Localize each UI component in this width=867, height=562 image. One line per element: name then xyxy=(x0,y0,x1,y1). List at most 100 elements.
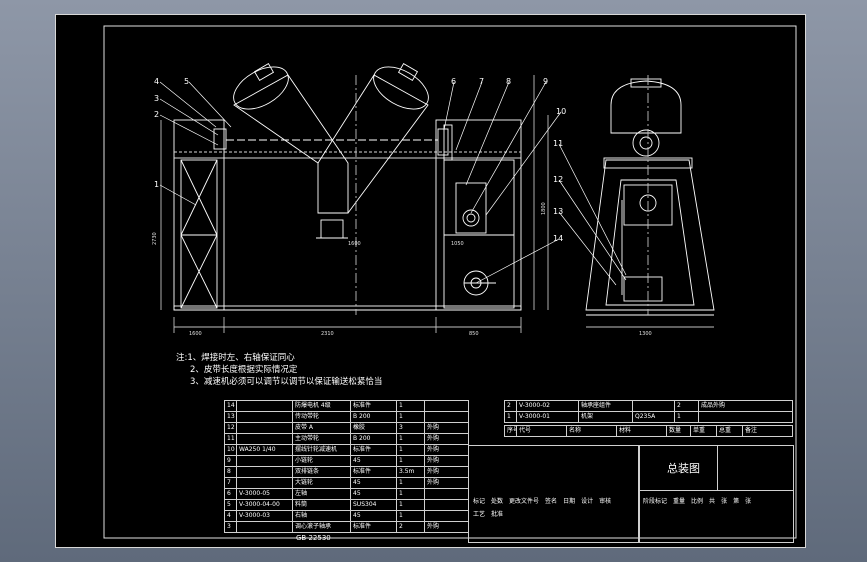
balloon-2: 2 xyxy=(154,110,159,119)
bom-header-cell: 代号 xyxy=(516,425,567,437)
bom-cell-mat: 标准件 xyxy=(350,521,397,533)
bom-header-cell: 材料 xyxy=(616,425,667,437)
bom-cell-no: 9 xyxy=(224,455,237,467)
bom-cell-no: 8 xyxy=(224,466,237,478)
title-block-label: 标记 xyxy=(473,498,486,505)
bom-cell-mat: SUS304 xyxy=(350,499,397,511)
bom-cell-qty: 2 xyxy=(674,400,699,412)
side-drum xyxy=(610,80,682,134)
bom-cell-qty: 1 xyxy=(396,488,425,500)
bom-cell-no: 14 xyxy=(224,400,237,412)
bom-cell-mat: 45 xyxy=(350,488,397,500)
bom-cell-mat: 45 xyxy=(350,477,397,489)
balloon-9: 9 xyxy=(543,77,548,86)
dim-side-bottom: 1300 xyxy=(639,331,652,337)
bom-cell-name: 大链轮 xyxy=(292,477,351,489)
title-block-label: 共 xyxy=(709,498,716,505)
title-block: 总装图 阶段标记重量比例共张第张 xyxy=(638,445,794,543)
bom-cell-no: 4 xyxy=(224,510,237,522)
bom-cell-code xyxy=(236,422,293,434)
front-view xyxy=(160,63,549,333)
bom-cell-note xyxy=(424,510,469,522)
bom-cell-name: 右轴 xyxy=(292,510,351,522)
bom-cell-qty: 3 xyxy=(396,422,425,434)
bom-cell-qty: 1 xyxy=(674,411,699,423)
bom-cell-name: 小链轮 xyxy=(292,455,351,467)
bom-cell-mat: 45 xyxy=(350,510,397,522)
title-block-label: 日期 xyxy=(563,498,576,505)
bom-cell-qty: 1 xyxy=(396,477,425,489)
note-line-1: 注:1、焊接时左、右轴保证同心 xyxy=(176,353,295,363)
bom-cell-code: V-3000-02 xyxy=(516,400,579,412)
bom-cell-no: 5 xyxy=(224,499,237,511)
side-view xyxy=(585,75,715,328)
bom-header-cell: 序号 xyxy=(504,425,517,437)
dim-left-height: 2730 xyxy=(152,232,158,245)
bom-cell-name: 皮带 A xyxy=(292,422,351,434)
bom-cell-code xyxy=(236,521,293,533)
bom-left-extra: GB 22530 xyxy=(296,534,331,542)
bom-cell-mat: 45 xyxy=(350,455,397,467)
bom-cell-qty: 1 xyxy=(396,400,425,412)
bom-cell-note: 外购 xyxy=(424,521,469,533)
drawing-title: 总装图 xyxy=(667,462,700,475)
bom-header-cell: 名称 xyxy=(566,425,617,437)
dim-inner-right: 1050 xyxy=(451,241,464,247)
bom-cell-qty: 1 xyxy=(396,444,425,456)
bom-cell-note xyxy=(424,499,469,511)
bom-cell-note: 外购 xyxy=(424,444,469,456)
note-line-3: 3、减速机必须可以调节以调节以保证输送松紧恰当 xyxy=(190,377,383,387)
bom-cell-no: 1 xyxy=(504,411,517,423)
signature-block: 标记处数更改文件号签名日期设计审核工艺批准 xyxy=(468,445,640,543)
title-block-label: 处数 xyxy=(491,498,504,505)
bom-cell-name: 机架 xyxy=(578,411,633,423)
drawing-sheet: 1 2 3 4 5 6 7 8 9 10 11 12 13 14 1600 23… xyxy=(55,14,806,548)
bom-cell-no: 2 xyxy=(504,400,517,412)
bom-cell-note xyxy=(424,488,469,500)
bom-cell-name: 传动带轮 xyxy=(292,411,351,423)
bom-cell-mat: 标准件 xyxy=(350,400,397,412)
bom-cell-qty: 2 xyxy=(396,521,425,533)
dim-right-height: 1800 xyxy=(541,202,547,215)
left-frame-column xyxy=(173,119,225,311)
bom-cell-mat: 橡胶 xyxy=(350,422,397,434)
bom-cell-qty: 1 xyxy=(396,411,425,423)
bom-cell-code: V-3000-03 xyxy=(236,510,293,522)
bom-cell-mat: B 200 xyxy=(350,433,397,445)
balloon-7: 7 xyxy=(479,77,484,86)
balloon-13: 13 xyxy=(553,207,563,216)
bom-cell-code xyxy=(236,455,293,467)
balloon-leaders xyxy=(159,81,627,286)
bom-header-cell: 数量 xyxy=(666,425,691,437)
bom-cell-code xyxy=(236,411,293,423)
bom-cell-qty: 1 xyxy=(396,455,425,467)
balloon-3: 3 xyxy=(154,94,159,103)
bom-cell-mat: 标准件 xyxy=(350,466,397,478)
bom-cell-code xyxy=(236,477,293,489)
inner-frame xyxy=(103,25,797,539)
bom-cell-no: 12 xyxy=(224,422,237,434)
v-drum-left-arm xyxy=(233,74,349,214)
bom-cell-note: 成品外购 xyxy=(697,400,794,412)
bom-header-cell: 备注 xyxy=(742,425,793,437)
bom-cell-note: 外购 xyxy=(424,433,469,445)
bom-cell-mat: Q235A xyxy=(632,411,675,423)
bom-cell-code xyxy=(236,466,293,478)
bom-header-cell: 总重 xyxy=(716,425,743,437)
bom-cell-code xyxy=(236,433,293,445)
title-block-label: 签名 xyxy=(545,498,558,505)
bom-cell-name: 主动带轮 xyxy=(292,433,351,445)
bom-cell-name: 调心滚子轴承 xyxy=(292,521,351,533)
bom-cell-name: 轴承座组件 xyxy=(578,400,633,412)
bom-cell-qty: 1 xyxy=(396,510,425,522)
dim-front-mid: 2310 xyxy=(321,331,334,337)
title-block-label: 比例 xyxy=(691,498,704,505)
